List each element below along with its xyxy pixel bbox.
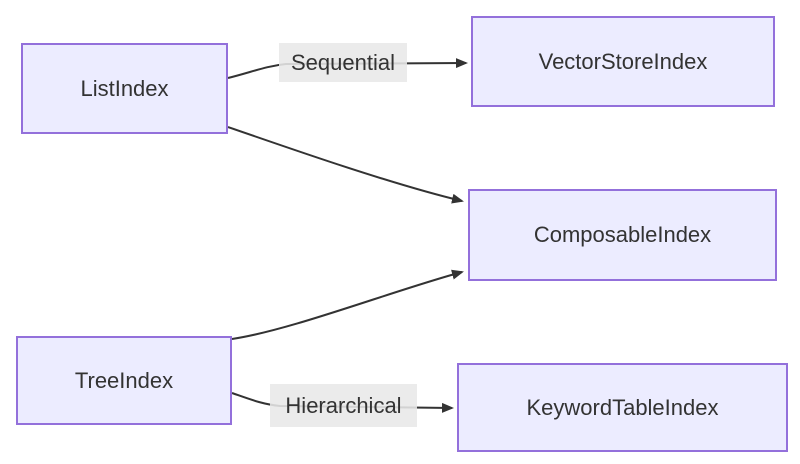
edge-treeindex-to-composableindex [231, 269, 464, 340]
node-listindex-label: ListIndex [80, 75, 169, 101]
edge-label-sequential-text: Sequential [291, 49, 395, 75]
node-composableindex: ComposableIndex [468, 189, 777, 281]
node-keywordtableindex: KeywordTableIndex [457, 363, 788, 452]
node-vectorstoreindex-label: VectorStoreIndex [538, 48, 708, 74]
edge-label-sequential: Sequential [279, 43, 407, 82]
node-keywordtableindex-label: KeywordTableIndex [526, 394, 719, 420]
node-treeindex-label: TreeIndex [74, 367, 174, 393]
node-listindex: ListIndex [21, 43, 228, 134]
edge-label-hierarchical-text: Hierarchical [285, 392, 402, 418]
node-composableindex-label: ComposableIndex [533, 222, 712, 247]
node-treeindex: TreeIndex [16, 336, 232, 425]
edge-label-hierarchical: Hierarchical [270, 384, 417, 427]
edge-listindex-to-composableindex [227, 126, 464, 204]
node-vectorstoreindex: VectorStoreIndex [471, 16, 775, 107]
